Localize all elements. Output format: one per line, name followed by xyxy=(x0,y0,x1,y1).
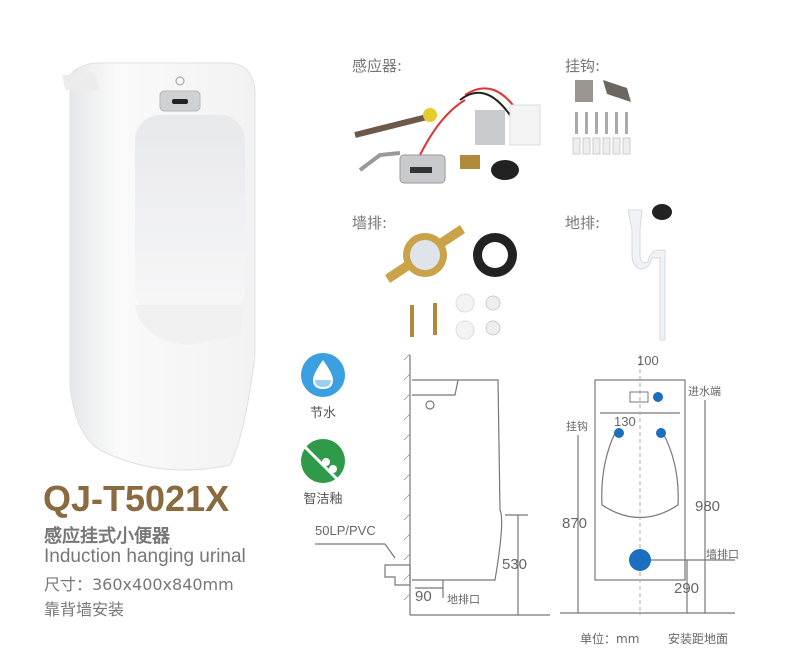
floor-drain-label: 地排: xyxy=(565,214,601,232)
wall-drain-outlet-label: 墙排口 xyxy=(706,548,739,561)
floor-drain-offset: 90 xyxy=(415,588,432,605)
height-530: 530 xyxy=(502,556,528,573)
model-title: QJ-T5021X xyxy=(43,478,230,519)
hook-height: 870 xyxy=(562,515,588,532)
product-size: 尺寸：360x400x840mm xyxy=(44,575,234,594)
hook-spacing: 130 xyxy=(614,414,636,429)
install-height-note: 安装距地面 xyxy=(668,632,729,646)
wall-drain-label: 墙排: xyxy=(352,214,388,232)
inlet-offset: 100 xyxy=(637,353,659,368)
feature-label: 节水 xyxy=(309,406,336,421)
sensor-parts-image xyxy=(354,87,541,184)
unit-label: 单位：mm xyxy=(580,632,640,646)
feature-label: 智洁釉 xyxy=(303,492,343,507)
wall-drain-height: 290 xyxy=(674,580,700,597)
glaze-icon xyxy=(301,439,345,483)
install-note: 靠背墙安装 xyxy=(44,600,125,619)
front-view-drawing xyxy=(560,355,735,615)
feature-water-saving: 节水 xyxy=(298,352,348,421)
inlet-height: 980 xyxy=(695,498,721,515)
hook-position-label: 挂钩 xyxy=(566,420,588,433)
sensor-label: 感应器: xyxy=(352,57,403,75)
urinal-photo xyxy=(62,62,256,471)
floor-drain-parts-image xyxy=(627,204,672,341)
side-view-drawing xyxy=(315,353,550,616)
water-drop-icon xyxy=(301,353,345,397)
feature-smart-glaze: 智洁釉 xyxy=(292,438,354,507)
hook-parts-image xyxy=(572,80,631,155)
wall-drain-parts-image xyxy=(385,225,517,340)
pipe-label: 50LP/PVC xyxy=(315,523,376,538)
product-name-cn: 感应挂式小便器 xyxy=(44,526,170,547)
product-name-en: Induction hanging urinal xyxy=(44,546,246,567)
inlet-label: 进水端 xyxy=(688,385,721,398)
hook-label: 挂钩: xyxy=(565,57,601,75)
floor-drain-outlet-label: 地排口 xyxy=(447,593,480,606)
